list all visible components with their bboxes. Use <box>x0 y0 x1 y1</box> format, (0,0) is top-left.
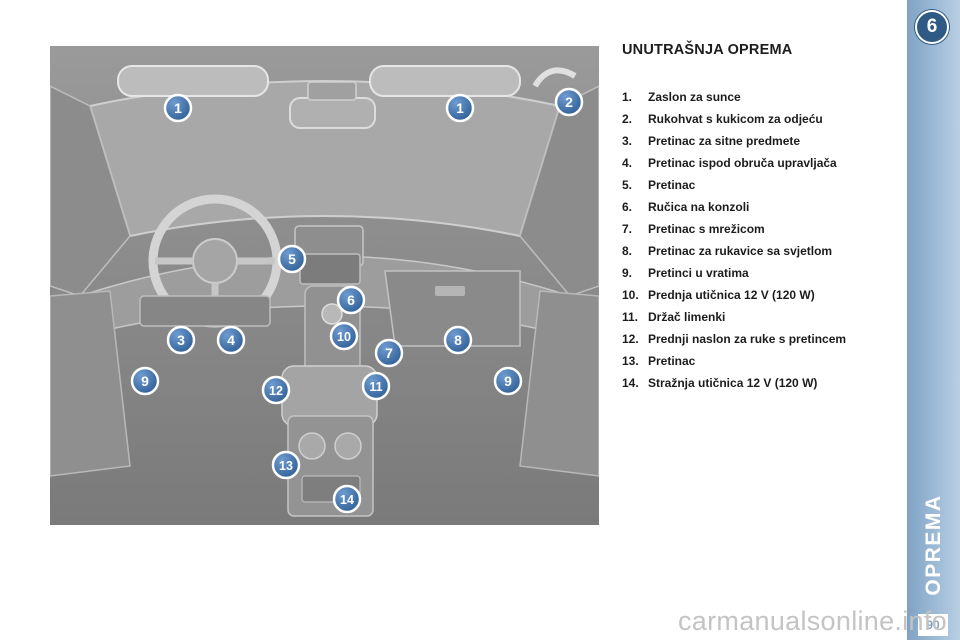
legend-number: 14. <box>622 376 639 390</box>
callout-1b: 1 <box>445 93 475 123</box>
svg-text:3: 3 <box>177 332 185 348</box>
legend-number: 6. <box>622 200 633 214</box>
legend-item: 9. Pretinci u vratima <box>622 266 900 280</box>
callout-11: 11 <box>361 371 391 401</box>
callout-9b: 9 <box>493 366 523 396</box>
legend-text: Stražnja utičnica 12 V (120 W) <box>648 376 818 390</box>
svg-text:1: 1 <box>174 100 182 116</box>
legend-number: 12. <box>622 332 639 346</box>
legend-text: Prednja utičnica 12 V (120 W) <box>648 288 815 302</box>
callout-1a: 1 <box>163 93 193 123</box>
car-interior-illustration: 1 1 2 5 6 3 4 10 <box>50 46 599 525</box>
callout-13: 13 <box>271 450 301 480</box>
legend-item: 12. Prednji naslon za ruke s pretincem <box>622 332 900 346</box>
legend-text: Pretinci u vratima <box>648 266 749 280</box>
legend-number: 11. <box>622 310 639 324</box>
legend-number: 10. <box>622 288 639 302</box>
svg-text:5: 5 <box>288 251 296 267</box>
callout-14: 14 <box>332 484 362 514</box>
page-number: 90 <box>918 614 948 636</box>
legend-number: 2. <box>622 112 633 126</box>
legend-item: 4. Pretinac ispod obruča upravljača <box>622 156 900 170</box>
watermark: carmanualsonline.info <box>678 606 947 636</box>
legend-text: Pretinac <box>648 354 696 368</box>
svg-text:14: 14 <box>340 493 354 507</box>
callout-2: 2 <box>554 87 584 117</box>
svg-text:6: 6 <box>347 292 355 308</box>
legend-item: 14. Stražnja utičnica 12 V (120 W) <box>622 376 900 390</box>
legend-item: 8. Pretinac za rukavice sa svjetlom <box>622 244 900 258</box>
legend-text: Rukohvat s kukicom za odjeću <box>648 112 823 126</box>
legend-text: Pretinac <box>648 178 696 192</box>
legend-number: 9. <box>622 266 633 280</box>
callout-9a: 9 <box>130 366 160 396</box>
callout-4: 4 <box>216 325 246 355</box>
chapter-number-badge: 6 <box>915 10 949 44</box>
svg-text:2: 2 <box>565 94 573 110</box>
callout-8: 8 <box>443 325 473 355</box>
svg-text:11: 11 <box>369 380 382 394</box>
svg-text:7: 7 <box>385 345 393 361</box>
legend-text: Zaslon za sunce <box>648 90 741 104</box>
legend-item: 5. Pretinac <box>622 178 900 192</box>
legend-item: 10. Prednja utičnica 12 V (120 W) <box>622 288 900 302</box>
legend-number: 4. <box>622 156 633 170</box>
legend-number: 7. <box>622 222 633 236</box>
svg-text:1: 1 <box>456 100 464 116</box>
legend-number: 1. <box>622 90 633 104</box>
section-label: OPREMA <box>922 494 945 596</box>
svg-text:8: 8 <box>454 332 462 348</box>
callout-3: 3 <box>166 325 196 355</box>
svg-text:10: 10 <box>337 330 351 344</box>
legend-number: 13. <box>622 354 639 368</box>
legend-text: Pretinac za sitne predmete <box>648 134 801 148</box>
legend-text: Prednji naslon za ruke s pretincem <box>648 332 847 346</box>
legend-item: 6. Ručica na konzoli <box>622 200 900 214</box>
legend-text: Pretinac s mrežicom <box>648 222 765 236</box>
legend-item: 7. Pretinac s mrežicom <box>622 222 900 236</box>
svg-text:12: 12 <box>269 384 283 398</box>
legend-number: 5. <box>622 178 633 192</box>
svg-text:9: 9 <box>504 373 512 389</box>
callout-6: 6 <box>336 285 366 315</box>
legend-item: 2. Rukohvat s kukicom za odjeću <box>622 112 900 126</box>
callout-7: 7 <box>374 338 404 368</box>
legend-text: Ručica na konzoli <box>648 200 750 214</box>
legend-text: Pretinac ispod obruča upravljača <box>648 156 837 170</box>
chapter-sidebar <box>907 0 960 640</box>
legend-item: 1. Zaslon za sunce <box>622 90 900 104</box>
page-title: UNUTRAŠNJA OPREMA <box>622 42 793 58</box>
legend-list: 1. Zaslon za sunce 2. Rukohvat s kukicom z… <box>622 90 900 398</box>
legend-text: Držač limenki <box>648 310 726 324</box>
svg-text:9: 9 <box>141 373 149 389</box>
legend-item: 11. Držač limenki <box>622 310 900 324</box>
callout-12: 12 <box>261 375 291 405</box>
legend-number: 3. <box>622 134 633 148</box>
callout-5: 5 <box>277 244 307 274</box>
callout-10: 10 <box>329 321 359 351</box>
legend-item: 13. Pretinac <box>622 354 900 368</box>
svg-text:4: 4 <box>227 332 235 348</box>
legend-item: 3. Pretinac za sitne predmete <box>622 134 900 148</box>
svg-text:13: 13 <box>279 459 293 473</box>
legend-text: Pretinac za rukavice sa svjetlom <box>648 244 833 258</box>
legend-number: 8. <box>622 244 633 258</box>
